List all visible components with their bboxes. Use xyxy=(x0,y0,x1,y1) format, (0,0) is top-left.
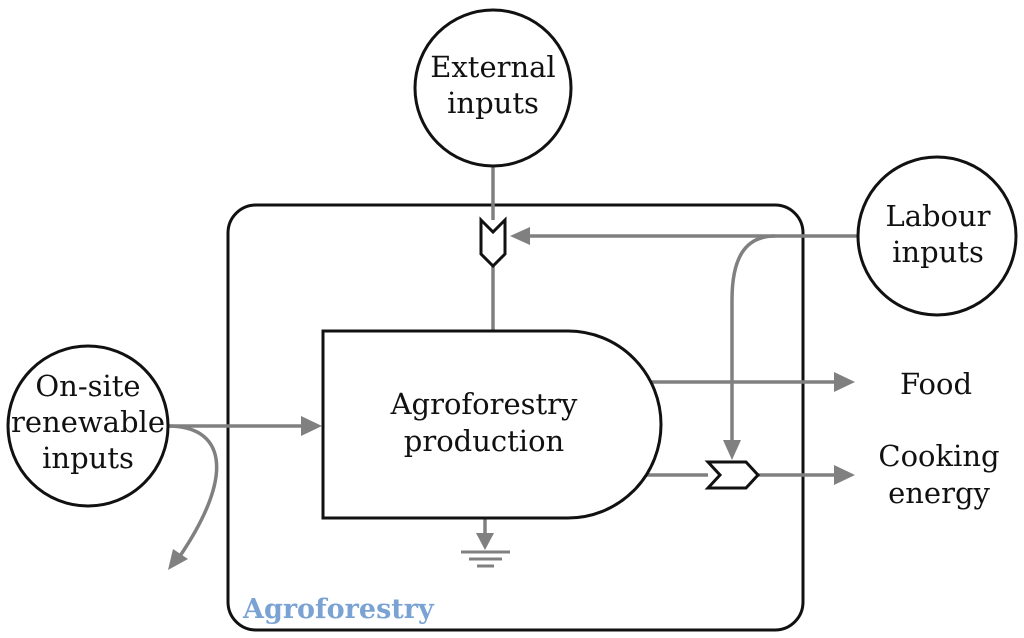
source-label-line3: inputs xyxy=(42,441,134,475)
output-cooking-energy-line2: energy xyxy=(888,476,990,510)
arrowhead-renewable xyxy=(301,416,322,436)
source-label-line2: inputs xyxy=(447,86,539,120)
source-circle xyxy=(6,344,170,508)
interaction-icon xyxy=(704,460,761,490)
arrowhead-cooking-energy xyxy=(834,465,855,485)
producer-label-line1: Agroforestry xyxy=(390,387,578,421)
source-label-line2: renewable xyxy=(11,405,165,439)
output-food-label: Food xyxy=(900,367,972,401)
output-cooking-energy-line1: Cooking xyxy=(878,439,999,473)
source-circle xyxy=(856,155,1018,317)
producer-shape xyxy=(321,329,663,520)
interaction-icon xyxy=(479,216,507,269)
source-labour-inputs: Labour inputs xyxy=(856,155,1018,317)
arrowhead-heat-sink xyxy=(476,533,494,550)
renewable-outflow-line xyxy=(167,424,219,557)
producer-label-line2: production xyxy=(404,424,564,458)
source-label-line1: Labour xyxy=(885,199,990,233)
source-label-line2: inputs xyxy=(892,235,984,269)
heat-sink-icon xyxy=(461,550,510,568)
producer-agroforestry-production: Agroforestry production xyxy=(321,329,663,520)
system-boundary xyxy=(226,203,805,632)
system-label: Agroforestry xyxy=(242,594,435,625)
arrowhead-labour-top xyxy=(510,227,530,245)
arrowhead-renewable-outflow xyxy=(168,549,188,570)
source-renewable-inputs: On-site renewable inputs xyxy=(6,344,170,508)
source-label-line1: External xyxy=(430,50,555,84)
labour-branch-line xyxy=(730,234,776,440)
source-label-line1: On-site xyxy=(35,369,140,403)
arrowhead-labour-branch xyxy=(723,440,741,460)
source-external-inputs: External inputs xyxy=(413,8,573,168)
arrowhead-food xyxy=(834,372,855,392)
source-circle xyxy=(413,8,573,168)
